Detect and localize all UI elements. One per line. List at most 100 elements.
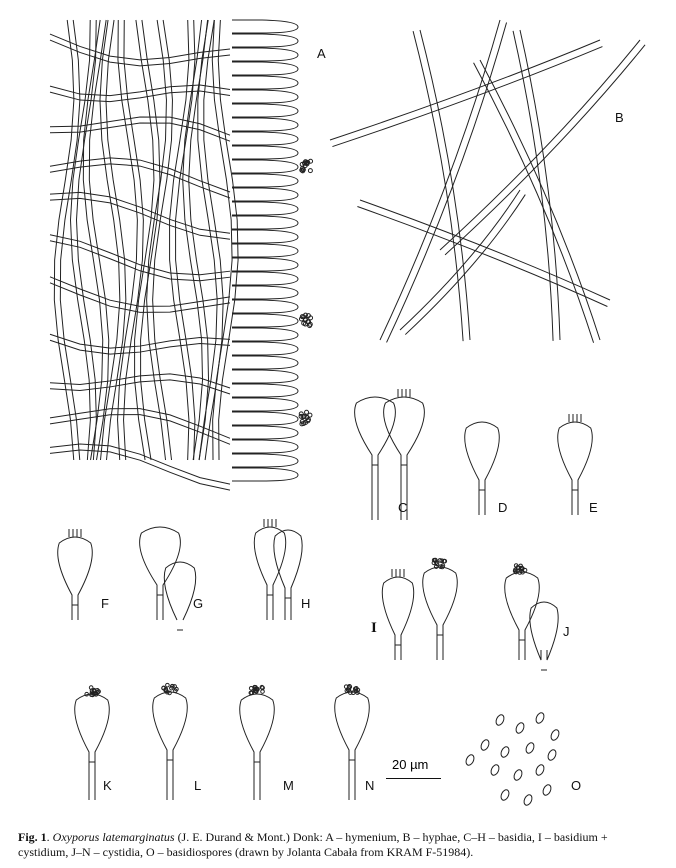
basidium-outline [232, 229, 299, 244]
panel-label-l: L [194, 778, 202, 793]
hypha-wall [49, 449, 231, 491]
basidiospore [550, 729, 560, 741]
cystidium-crystal [164, 689, 170, 695]
hypha-wall [75, 19, 97, 461]
figure-drawing [49, 19, 646, 806]
basidium-outline [232, 187, 299, 202]
basidium-outline [232, 215, 299, 230]
basidium-outline [163, 561, 197, 621]
hypha-wall [49, 116, 231, 136]
basidiospore [495, 714, 505, 726]
basidium-outline [232, 285, 299, 300]
cystidium-outline [504, 571, 540, 660]
basidiospore [500, 789, 510, 801]
hypha-wall [59, 19, 81, 461]
basidium-outline [354, 396, 396, 520]
cystidium-crystal [299, 419, 305, 425]
hypha-wall [152, 19, 173, 461]
basidium-outline [232, 89, 299, 104]
panel-label-e: E [589, 500, 598, 515]
hypha-wall [473, 62, 595, 343]
cystidium-crystal [441, 558, 447, 564]
hypha-wall [444, 44, 646, 256]
hypha-wall [419, 29, 471, 341]
basidiospore [535, 764, 545, 776]
panel-a-hymenium-drawing [49, 19, 314, 491]
basidiospore [465, 754, 475, 766]
basidium-outline [232, 173, 299, 188]
cystidium-crystal [433, 557, 438, 563]
hypha-wall [479, 59, 601, 341]
hypha-wall [404, 194, 526, 335]
hypha-wall [332, 46, 603, 148]
panel-label-a: A [317, 46, 326, 61]
hypha-wall [99, 19, 121, 461]
cystidium-crystal [172, 684, 177, 689]
hypha-wall [175, 19, 196, 461]
hypha-wall [49, 408, 231, 439]
caption-text: (J. E. Durand & Mont.) Donk: A – hymeniu… [18, 830, 608, 859]
hypha-wall [412, 30, 464, 342]
panel-label-f: F [101, 596, 109, 611]
hypha-wall [512, 30, 554, 341]
basidium-outline [232, 47, 299, 62]
cystidium-crystal [259, 684, 265, 690]
basidiospore [542, 784, 552, 796]
basidium-outline [232, 33, 299, 48]
cystidium-crystal [438, 564, 443, 569]
cystidium-crystal [165, 682, 170, 688]
hypha-wall [379, 19, 501, 341]
hypha-wall [82, 19, 104, 461]
cystidium-crystal [433, 560, 439, 565]
basidium-outline [232, 467, 299, 482]
cystidium-crystal [84, 691, 89, 697]
cystidium-outline [152, 691, 188, 800]
hypha-wall [53, 19, 75, 461]
cystidium-crystal [167, 690, 172, 696]
hypha-wall [146, 19, 167, 461]
hypha-wall [49, 191, 231, 234]
hypha-wall [329, 39, 601, 141]
panel-label-i: I [371, 620, 377, 636]
hypha-wall [49, 240, 231, 282]
panel-label-g: G [193, 596, 204, 611]
scale-bar [386, 778, 441, 779]
basidium-outline [232, 159, 299, 174]
cystidium-crystal [307, 168, 313, 174]
basidium-outline [232, 75, 299, 90]
basidium-outline [57, 536, 93, 620]
hypha-wall [49, 157, 231, 193]
panel-label-c: C [398, 500, 408, 515]
basidium-outline [232, 201, 299, 216]
panel-label-j: J [563, 624, 570, 639]
hypha-wall [69, 19, 91, 461]
basidium-outline [232, 383, 299, 398]
cystidium-crystal [308, 158, 314, 164]
cystidium-outline [422, 566, 458, 660]
basidium-outline [232, 243, 299, 258]
basidium-outline [232, 103, 299, 118]
hypha-wall [105, 19, 127, 461]
hypha-wall [88, 19, 110, 461]
cystidium-crystal [301, 320, 307, 326]
panel-label-b: B [615, 110, 624, 125]
basidiospore [490, 764, 500, 776]
hypha-wall [49, 443, 231, 485]
hypha-wall [386, 22, 508, 343]
hypha-wall [217, 19, 239, 461]
cystidium-crystal [307, 412, 313, 418]
basidiospore [480, 739, 490, 751]
panel-label-h: H [301, 596, 311, 611]
basidiospore [513, 769, 523, 781]
cystidium-crystal [520, 566, 525, 571]
basidium-outline [253, 526, 287, 620]
hypha-wall [49, 39, 231, 67]
basidium-outline [232, 131, 299, 146]
hypha-wall [49, 414, 231, 445]
cystidium-crystal [300, 167, 306, 173]
hypha-wall [519, 29, 561, 341]
cystidium-crystal [260, 689, 265, 694]
basidium-outline [273, 529, 303, 620]
hypha-wall [49, 122, 231, 142]
cystidium-crystal [353, 688, 359, 693]
